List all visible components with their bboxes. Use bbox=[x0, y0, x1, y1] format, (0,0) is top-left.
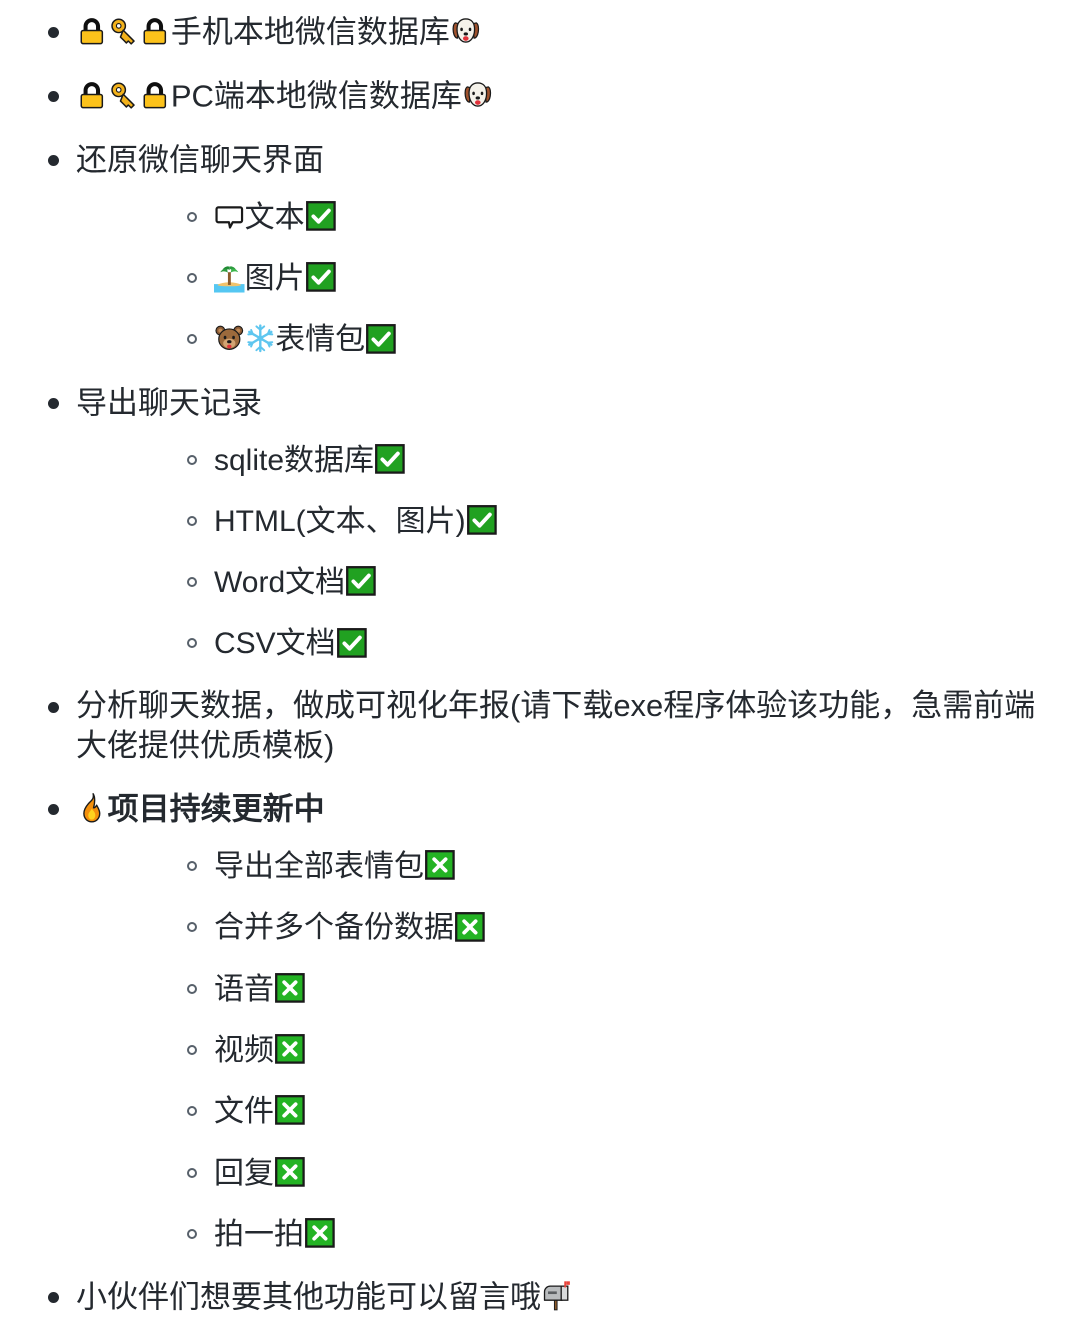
cross-mark-icon bbox=[274, 1094, 306, 1126]
sublist-item-label: 导出全部表情包 bbox=[214, 850, 424, 884]
list-item-export-chat-history: 导出聊天记录 sqlite数据库 HTML(文本、图片) Word文档 bbox=[0, 371, 1080, 675]
list-item-row: 还原微信聊天界面 bbox=[76, 128, 1080, 187]
check-mark-icon bbox=[365, 323, 397, 355]
list-item-label: 导出聊天记录 bbox=[76, 385, 262, 421]
sublist-item-label: 图片 bbox=[244, 262, 305, 295]
check-mark-icon bbox=[305, 261, 337, 293]
sublist-item-voice: 语音 bbox=[76, 959, 1080, 1020]
sublist-item-label: sqlite数据库 bbox=[214, 443, 375, 477]
list-item-row: 项目持续更新中 bbox=[76, 777, 1080, 836]
check-mark-icon bbox=[374, 443, 406, 475]
sublist-item-merge-backups: 合并多个备份数据 bbox=[76, 897, 1080, 958]
list-item-feedback: 小伙伴们想要其他功能可以留言哦 bbox=[0, 1265, 1080, 1329]
sublist-item-row: Word文档 bbox=[214, 552, 1080, 613]
locked-icon bbox=[76, 79, 108, 111]
sublist-item-nudge: 拍一拍 bbox=[76, 1204, 1080, 1265]
sublist-item-label: 文件 bbox=[214, 1095, 274, 1129]
key-icon bbox=[108, 15, 140, 47]
restore-chat-ui-sublist: 文本 图片 表情包 bbox=[76, 187, 1080, 371]
key-icon bbox=[108, 79, 140, 111]
locked-icon bbox=[139, 15, 171, 47]
sublist-item-row: 文本 bbox=[214, 187, 1080, 248]
list-item-project-updating: 项目持续更新中 导出全部表情包 合并多个备份数据 语音 bbox=[0, 777, 1080, 1265]
sublist-item-text: 文本 bbox=[76, 187, 1080, 248]
sublist-item-label: 文本 bbox=[244, 200, 305, 234]
export-sublist: sqlite数据库 HTML(文本、图片) Word文档 CSV文档 bbox=[76, 430, 1080, 675]
sublist-item-label: 语音 bbox=[214, 972, 274, 1006]
dog-face-icon bbox=[462, 79, 494, 111]
list-item-row: 导出聊天记录 bbox=[76, 371, 1080, 430]
locked-icon bbox=[139, 79, 171, 111]
desert-island-icon bbox=[214, 262, 245, 293]
sublist-item-reply: 回复 bbox=[76, 1143, 1080, 1204]
cross-mark-icon bbox=[454, 911, 486, 943]
list-item-label: 项目持续更新中 bbox=[107, 791, 325, 827]
cross-mark-icon bbox=[274, 1033, 306, 1065]
sublist-item-html: HTML(文本、图片) bbox=[76, 491, 1080, 552]
sublist-item-row: HTML(文本、图片) bbox=[214, 491, 1080, 552]
speech-balloon-icon bbox=[214, 201, 245, 232]
check-mark-icon bbox=[305, 200, 337, 232]
sublist-item-row: 拍一拍 bbox=[214, 1204, 1080, 1265]
list-item-label-line2: 大佬提供优质模板) bbox=[76, 727, 335, 763]
check-mark-icon bbox=[345, 565, 377, 597]
cross-mark-icon bbox=[274, 972, 306, 1004]
list-item-row: 手机本地微信数据库 bbox=[76, 0, 1080, 64]
list-item-row: PC端本地微信数据库 bbox=[76, 64, 1080, 128]
sublist-item-export-all-stickers: 导出全部表情包 bbox=[76, 836, 1080, 897]
sublist-item-image: 图片 bbox=[76, 248, 1080, 309]
list-item-mobile-database: 手机本地微信数据库 bbox=[0, 0, 1080, 64]
list-item-label: PC端本地微信数据库 bbox=[170, 78, 462, 114]
list-item-label: 小伙伴们想要其他功能可以留言哦 bbox=[76, 1279, 541, 1315]
sublist-item-label: 合并多个备份数据 bbox=[214, 911, 454, 945]
list-item-label-line1: 分析聊天数据，做成可视化年报(请下载exe程序体验该功能，急需前端 bbox=[76, 687, 1036, 723]
sublist-item-csv: CSV文档 bbox=[76, 613, 1080, 674]
sublist-item-row: 语音 bbox=[214, 959, 1080, 1020]
sublist-item-label: 回复 bbox=[214, 1156, 274, 1190]
sublist-item-label: Word文档 bbox=[214, 566, 346, 600]
snowflake-icon bbox=[245, 323, 276, 354]
locked-icon bbox=[76, 15, 108, 47]
mailbox-icon bbox=[541, 1280, 573, 1312]
sublist-item-label: 表情包 bbox=[275, 323, 366, 357]
list-item-analysis-report: 分析聊天数据，做成可视化年报(请下载exe程序体验该功能，急需前端 大佬提供优质… bbox=[0, 675, 1080, 778]
check-mark-icon bbox=[466, 504, 498, 536]
cross-mark-icon bbox=[304, 1217, 336, 1249]
list-item-row: 分析聊天数据，做成可视化年报(请下载exe程序体验该功能，急需前端 大佬提供优质… bbox=[76, 675, 1080, 778]
sublist-item-label: 视频 bbox=[214, 1033, 274, 1067]
sublist-item-row: 视频 bbox=[214, 1020, 1080, 1081]
list-item-label: 还原微信聊天界面 bbox=[76, 142, 324, 178]
sublist-item-row: 合并多个备份数据 bbox=[214, 897, 1080, 958]
sublist-item-word: Word文档 bbox=[76, 552, 1080, 613]
sublist-item-row: CSV文档 bbox=[214, 613, 1080, 674]
sublist-item-sticker: 表情包 bbox=[76, 309, 1080, 370]
updating-sublist: 导出全部表情包 合并多个备份数据 语音 视频 bbox=[76, 836, 1080, 1265]
dog-face-icon bbox=[450, 15, 482, 47]
sublist-item-sqlite: sqlite数据库 bbox=[76, 430, 1080, 491]
list-item-pc-database: PC端本地微信数据库 bbox=[0, 64, 1080, 128]
list-item-label: 手机本地微信数据库 bbox=[170, 14, 450, 50]
sublist-item-label: 拍一拍 bbox=[214, 1217, 304, 1251]
fire-icon bbox=[76, 792, 108, 824]
check-mark-icon bbox=[336, 627, 368, 659]
sublist-item-label: HTML(文本、图片) bbox=[214, 504, 466, 538]
sublist-item-row: 回复 bbox=[214, 1143, 1080, 1204]
sublist-item-file: 文件 bbox=[76, 1081, 1080, 1142]
sublist-item-row: 文件 bbox=[214, 1081, 1080, 1142]
sublist-item-label: CSV文档 bbox=[214, 627, 336, 661]
list-item-row: 小伙伴们想要其他功能可以留言哦 bbox=[76, 1265, 1080, 1329]
sublist-item-row: sqlite数据库 bbox=[214, 430, 1080, 491]
bear-face-icon bbox=[214, 323, 245, 354]
sublist-item-row: 图片 bbox=[214, 248, 1080, 309]
cross-mark-icon bbox=[424, 849, 456, 881]
sublist-item-row: 表情包 bbox=[214, 309, 1080, 370]
sublist-item-row: 导出全部表情包 bbox=[214, 836, 1080, 897]
cross-mark-icon bbox=[274, 1156, 306, 1188]
list-item-restore-chat-ui: 还原微信聊天界面 文本 图片 表情包 bbox=[0, 128, 1080, 371]
sublist-item-video: 视频 bbox=[76, 1020, 1080, 1081]
